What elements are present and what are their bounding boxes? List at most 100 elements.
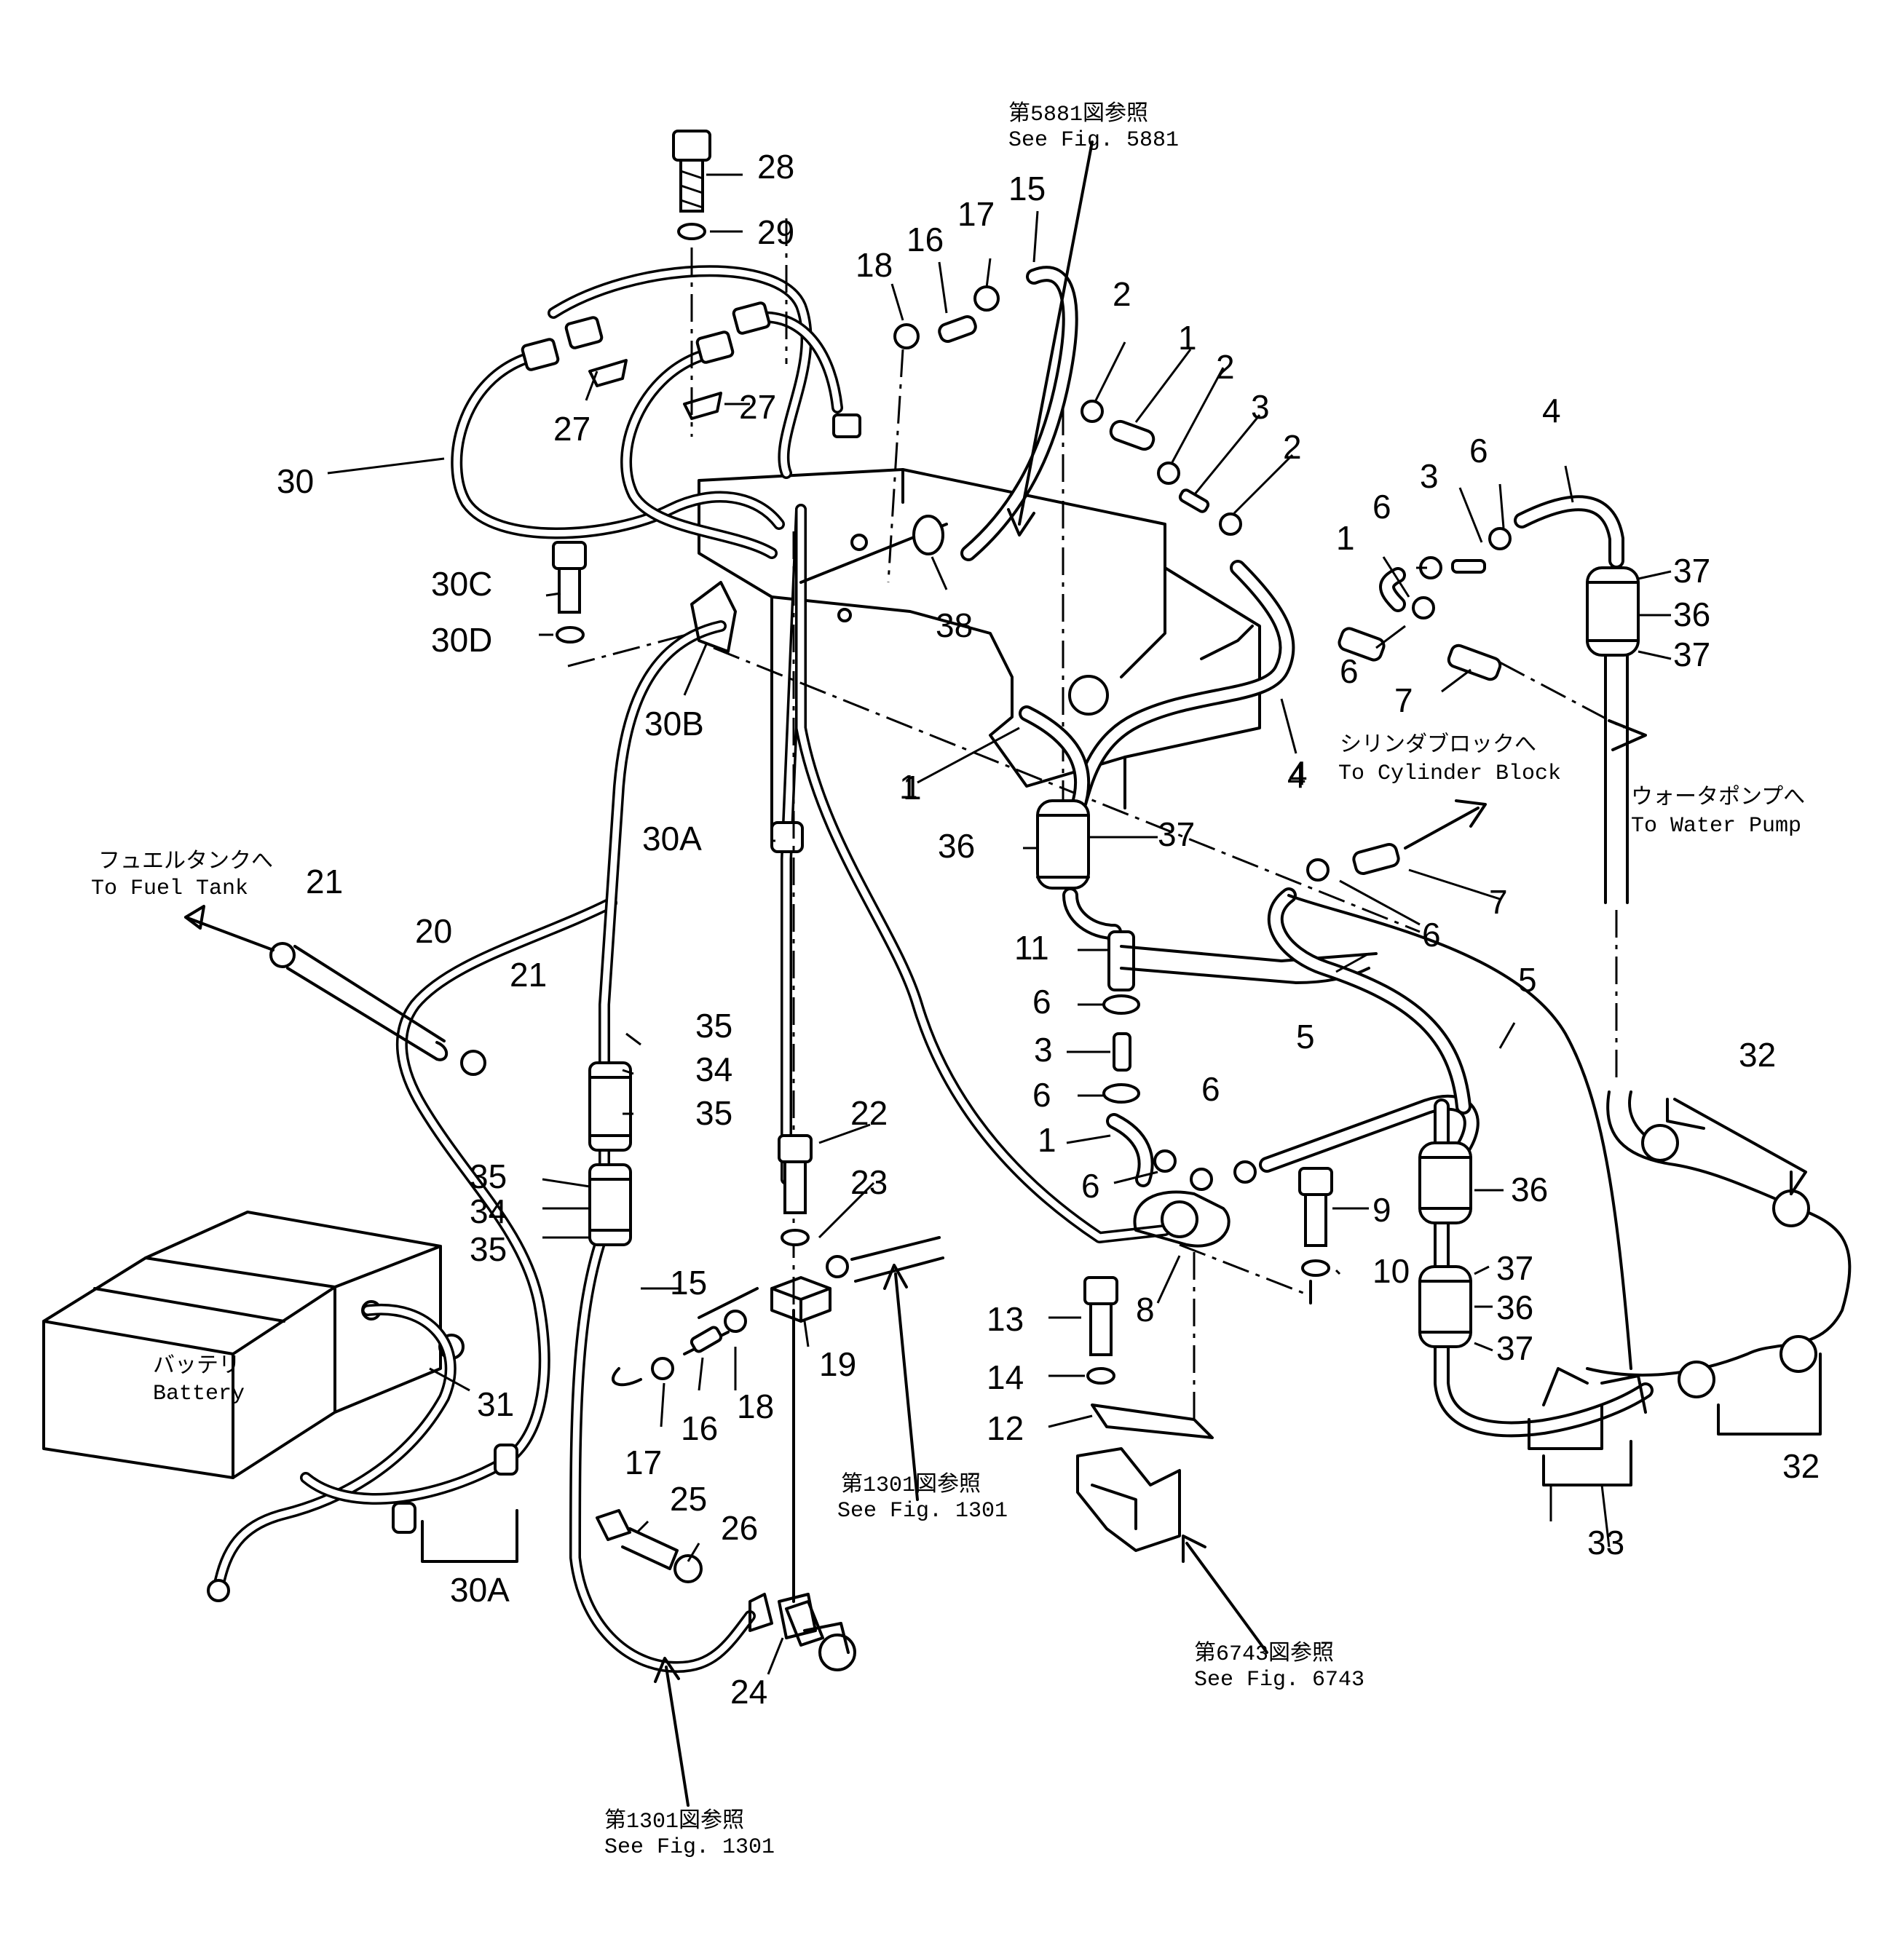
part-label-24: 24 [730,1673,767,1711]
part-label-30c: 30C [431,565,492,603]
part-label-16: 16 [906,221,944,258]
part-label-28: 28 [757,148,794,186]
part-label-18b: 18 [737,1387,774,1425]
part-label-35a: 35 [695,1007,732,1045]
part-label-36a: 36 [1673,595,1710,633]
part-label-16b: 16 [681,1409,718,1447]
part-label-2c: 2 [1283,428,1302,466]
part-label-30: 30 [277,462,314,500]
part-label-30b: 30B [644,705,704,743]
bolt-28 [672,130,711,437]
part-label-6h: 6 [1201,1070,1220,1108]
part-label-6f: 6 [1032,1076,1051,1114]
part-label-7b: 7 [1489,883,1508,921]
part-label-15b: 15 [670,1264,707,1302]
geometry [42,130,1852,1807]
part-label-29: 29 [757,213,794,251]
part-label-3c: 3 [1034,1031,1053,1069]
part-label-4c: 4 [1289,754,1308,792]
part-label-5b: 5 [1296,1018,1315,1056]
fig5881-jp: 第5881図参照 [1008,101,1148,127]
fig5881-en: See Fig. 5881 [1008,128,1179,153]
part-label-20: 20 [415,912,452,950]
part-label-19: 19 [819,1345,856,1383]
part-label-32b: 32 [1782,1447,1820,1485]
fuel-tank-en: To Fuel Tank [91,876,248,901]
part-label-35d: 35 [470,1230,507,1268]
fig1301b-en: See Fig. 1301 [604,1835,775,1860]
part-label-6g: 6 [1081,1167,1100,1205]
fig6743-en: See Fig. 6743 [1194,1668,1364,1692]
part-label-26: 26 [721,1509,758,1547]
part-label-3b: 3 [1420,457,1439,495]
part-label-35b: 35 [695,1094,732,1132]
part-label-21a: 21 [306,863,343,900]
part-label-23: 23 [850,1163,888,1201]
battery-en: Battery [153,1382,245,1406]
part-label-30a-bottom: 30A [450,1571,510,1609]
cylinder-block-jp: シリンダブロックへ [1340,732,1536,759]
part-label-30a-top: 30A [642,820,702,858]
part-label-32a: 32 [1739,1036,1776,1074]
part-label-4b: 4 [1287,757,1306,795]
part-label-25: 25 [670,1480,707,1518]
part-label-11: 11 [1014,929,1049,967]
cylinder-block-en: To Cylinder Block [1338,761,1561,786]
part-label-36d: 36 [1496,1288,1533,1326]
part-label-1b: 1 [1336,519,1355,557]
part-label-17: 17 [957,195,995,233]
part-label-6e: 6 [1032,983,1051,1021]
part-label-37c: 37 [1158,815,1195,853]
part-label-34a: 34 [695,1050,732,1088]
part-label-36b: 36 [938,827,975,865]
part-label-34b: 34 [470,1192,507,1230]
part-label-22: 22 [850,1094,888,1132]
part-label-1a: 1 [1178,319,1197,357]
battery [42,1211,465,1479]
part-numbers: 28 29 18 16 17 15 2 1 2 3 2 4 30 27 27 3… [277,148,1820,1711]
part-label-17b: 17 [625,1444,662,1481]
part-label-27b: 27 [739,388,776,426]
part-label-1d: 1 [903,769,922,807]
part-label-6c: 6 [1340,652,1359,690]
part-label-6a: 6 [1372,488,1391,526]
part-label-4a: 4 [1542,392,1561,429]
part-label-1c: 1 [899,768,918,806]
part-label-13: 13 [987,1300,1024,1338]
part-label-37a: 37 [1673,552,1710,590]
fig1301a-en: See Fig. 1301 [837,1499,1008,1524]
part-label-5a: 5 [1518,961,1537,999]
engine-block [698,468,1261,846]
part-label-3a: 3 [1251,388,1270,426]
part-label-12: 12 [987,1409,1024,1447]
part-label-2b: 2 [1216,348,1235,386]
part-label-10: 10 [1372,1252,1410,1290]
part-label-2a: 2 [1113,275,1131,313]
part-label-31: 31 [477,1385,514,1423]
part-label-8: 8 [1136,1291,1155,1329]
part-label-37b: 37 [1673,635,1710,673]
part-label-9: 9 [1372,1191,1391,1229]
part-label-35c: 35 [470,1157,507,1195]
part-label-33: 33 [1587,1524,1624,1561]
fuel-tank-jp: フュエルタンクへ [98,850,273,875]
part-label-37d: 37 [1496,1249,1533,1287]
annotations: 第5881図参照 See Fig. 5881 第1301図参照 See Fig.… [91,101,1805,1860]
part-label-30d: 30D [431,621,492,659]
part-label-15: 15 [1008,170,1046,207]
part-label-7a: 7 [1394,681,1413,719]
water-pump-en: To Water Pump [1631,814,1801,839]
part-label-6b: 6 [1469,432,1488,470]
part-label-37e: 37 [1496,1329,1533,1367]
fig6743-jp: 第6743図参照 [1194,1641,1334,1667]
water-pump-jp: ウォータポンプへ [1631,785,1805,811]
part-label-21b: 21 [510,956,547,994]
part-label-18: 18 [856,246,893,284]
part-label-14: 14 [987,1358,1024,1396]
part-label-38: 38 [936,606,973,644]
part-label-1e: 1 [1038,1121,1056,1159]
part-label-6d: 6 [1422,916,1441,954]
fig1301b-jp: 第1301図参照 [604,1808,744,1834]
